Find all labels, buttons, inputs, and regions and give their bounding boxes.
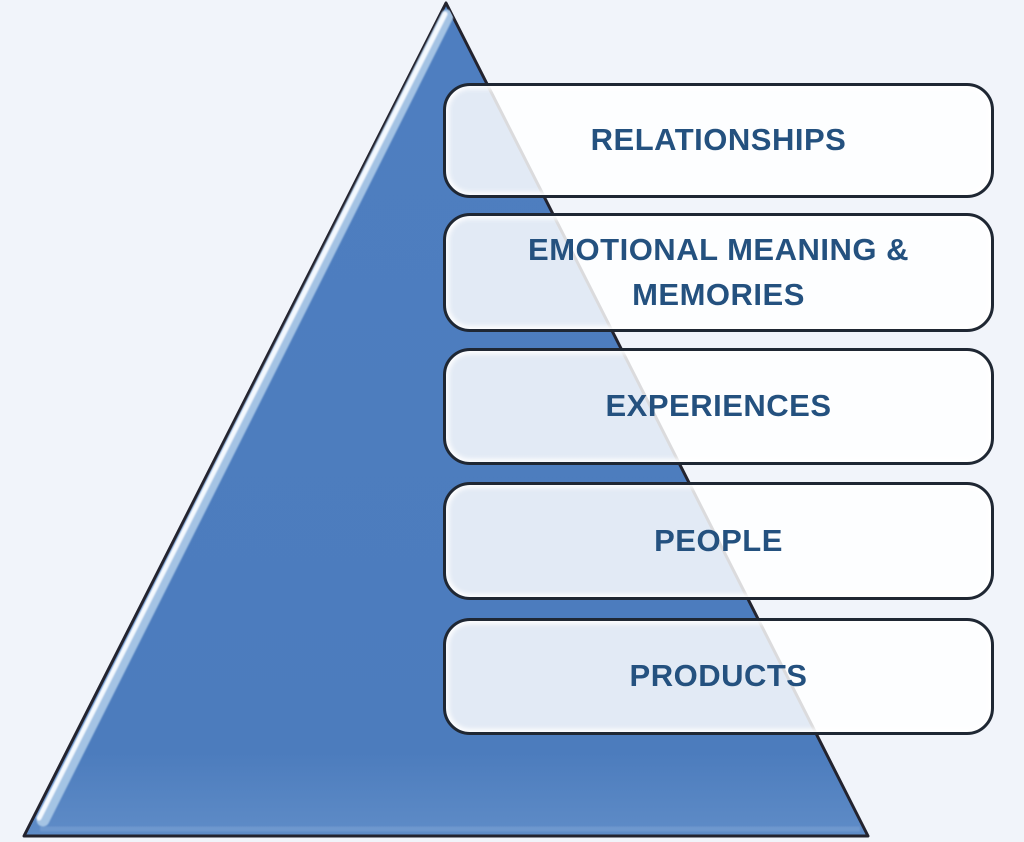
level-label: PEOPLE — [654, 522, 783, 558]
pyramid-level-products: PRODUCTS — [443, 618, 994, 735]
level-label: EXPERIENCES — [605, 388, 832, 424]
pyramid-level-people: PEOPLE — [443, 482, 994, 600]
level-label: EMOTIONAL MEANING & MEMORIES — [528, 231, 909, 312]
pyramid-gloss-highlight — [36, 9, 860, 832]
pyramid-level-emotional-meaning: EMOTIONAL MEANING & MEMORIES — [443, 213, 994, 332]
pyramid-level-relationships: RELATIONSHIPS — [443, 83, 994, 198]
level-label: RELATIONSHIPS — [590, 122, 847, 158]
level-label: PRODUCTS — [629, 658, 808, 694]
pyramid-level-experiences: EXPERIENCES — [443, 348, 994, 465]
